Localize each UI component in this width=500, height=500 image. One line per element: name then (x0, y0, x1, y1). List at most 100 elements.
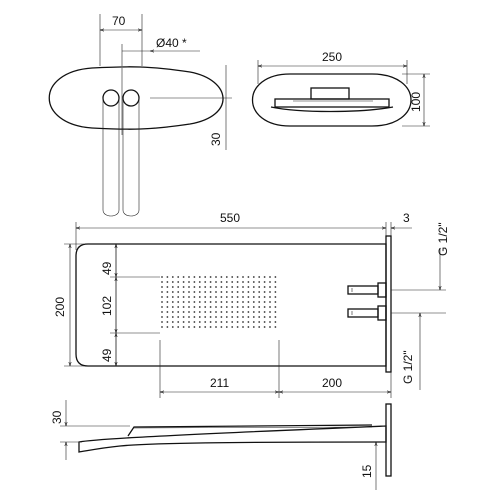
nozzle-dot (274, 326, 277, 328)
nozzle-dot (242, 306, 244, 308)
front-view: 550 3 200 49 102 49 211 200 G 1/2" G 1/2… (53, 211, 450, 398)
pipe-hole-right (122, 89, 140, 107)
nozzle-dot (247, 326, 250, 328)
nozzle-dot (209, 321, 212, 323)
nozzle-dot (182, 286, 185, 288)
nozzle-dot (225, 286, 228, 288)
nozzle-dot (258, 301, 261, 303)
dim-diameter-label: Ø40 * (156, 36, 187, 50)
nozzle-dot (220, 311, 223, 313)
nozzle-dot (269, 286, 271, 288)
nozzle-dot (161, 326, 163, 328)
nozzle-dot (166, 276, 169, 278)
nozzle-dot (252, 286, 255, 288)
nozzle-dot (215, 276, 217, 278)
nozzle-dot (225, 301, 228, 303)
wall-plate-side (385, 235, 392, 373)
nozzle-dot (225, 321, 228, 323)
nozzle-dot (231, 311, 234, 313)
nozzle-dot (171, 281, 174, 283)
nozzle-dot (182, 306, 185, 308)
nozzle-dot (204, 326, 207, 328)
nozzle-dot (274, 306, 277, 308)
nozzle-dot (236, 306, 239, 308)
nozzle-dot (193, 321, 196, 323)
nozzle-dot (204, 276, 207, 278)
nozzle-dot (269, 306, 271, 308)
nozzle-dot (171, 296, 174, 298)
nozzle-dot (215, 281, 217, 283)
dim-49-top-label: 49 (100, 261, 114, 275)
nozzle-dot (161, 286, 163, 288)
nozzle-dot (236, 276, 239, 278)
nozzle-dot (177, 306, 180, 308)
nozzle-dot (182, 276, 185, 278)
nozzle-dot (177, 301, 180, 303)
nozzle-dot (269, 326, 271, 328)
nozzle-dot (161, 316, 163, 318)
nozzle-dot (247, 301, 250, 303)
inlet-fitting-top (347, 282, 387, 298)
nozzle-dot (188, 296, 190, 298)
dim-550-label: 550 (220, 211, 240, 225)
nozzle-dot (269, 296, 271, 298)
nozzle-dot (188, 306, 190, 308)
nozzle-dot (269, 321, 271, 323)
nozzle-dot (225, 311, 228, 313)
thread-top-label: G 1/2" (436, 222, 450, 256)
nozzle-dot (215, 286, 217, 288)
nozzle-dot (171, 301, 174, 303)
nozzle-dot (198, 316, 201, 318)
nozzle-dot (231, 281, 234, 283)
nozzle-dot (258, 291, 261, 293)
nozzle-dot (220, 286, 223, 288)
thread-bottom-label: G 1/2" (401, 350, 415, 384)
nozzle-dot (242, 301, 244, 303)
nozzle-dot (258, 326, 261, 328)
nozzle-dot (274, 276, 277, 278)
nozzle-dot (225, 296, 228, 298)
nozzle-dot (198, 286, 201, 288)
nozzle-dot (198, 321, 201, 323)
nozzle-dot (215, 301, 217, 303)
dim-200-height-label: 200 (53, 297, 67, 317)
nozzle-dot (274, 311, 277, 313)
side-dim-30-label: 30 (50, 410, 64, 424)
dim-200-offset-label: 200 (322, 376, 342, 390)
nozzle-dot (204, 281, 207, 283)
nozzle-dot (209, 306, 212, 308)
nozzle-dot (242, 286, 244, 288)
nozzle-dot (231, 301, 234, 303)
nozzle-dot (258, 306, 261, 308)
nozzle-dot (247, 306, 250, 308)
nozzle-dot (252, 276, 255, 278)
nozzle-dot (247, 316, 250, 318)
nozzle-dot (242, 281, 244, 283)
nozzle-dot (252, 306, 255, 308)
nozzle-dot (269, 281, 271, 283)
nozzle-dot (188, 286, 190, 288)
nozzle-dot (198, 296, 201, 298)
dim-100-label: 100 (409, 92, 423, 112)
nozzle-dot (236, 296, 239, 298)
nozzle-dot (166, 316, 169, 318)
nozzle-dot (247, 311, 250, 313)
nozzle-dot (166, 301, 169, 303)
nozzle-dot (177, 316, 180, 318)
nozzle-dot (263, 281, 266, 283)
nozzle-dot (236, 286, 239, 288)
nozzle-dot (242, 311, 244, 313)
nozzle-dot (242, 276, 244, 278)
nozzle-dot (225, 281, 228, 283)
nozzle-dot (231, 306, 234, 308)
nozzle-dot (274, 321, 277, 323)
nozzle-dot (247, 276, 250, 278)
nozzle-dot (161, 276, 163, 278)
nozzle-dot (177, 291, 180, 293)
nozzle-dot (236, 301, 239, 303)
nozzle-dot (193, 291, 196, 293)
nozzle-dot (188, 326, 190, 328)
dim-70-label: 70 (112, 14, 126, 28)
nozzle-dot (204, 291, 207, 293)
nozzle-dot (220, 306, 223, 308)
